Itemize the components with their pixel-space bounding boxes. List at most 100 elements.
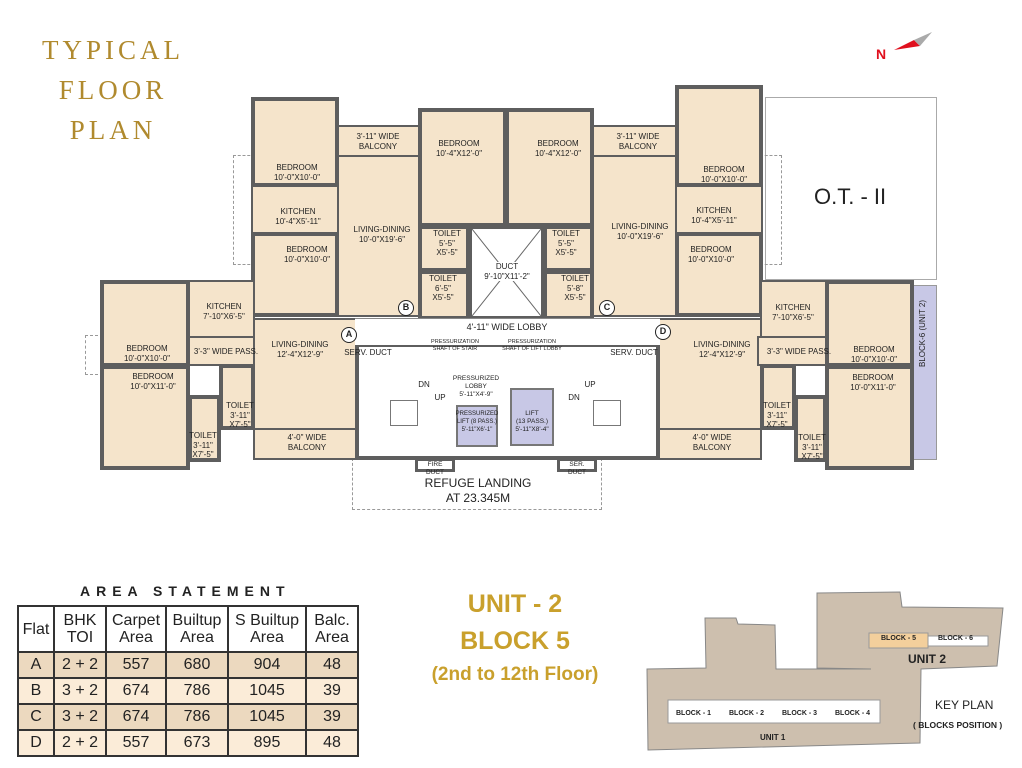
plan-element: 3'-11" <box>193 440 213 450</box>
plan-element: TOI <box>66 629 94 646</box>
plan-element: BEDROOM <box>852 373 894 382</box>
plan-element: SHAFT OF LIFT LOBBY <box>502 346 562 352</box>
room-label: UP <box>584 380 596 389</box>
plan-element: 5'-5" <box>439 238 455 248</box>
plan-element: 10'-0"X10'-0" <box>123 353 171 363</box>
plan-element: X5'-5" <box>555 248 577 257</box>
plan-element: 39 <box>305 703 359 731</box>
key-block-6: BLOCK - 6 <box>938 635 973 642</box>
room-c-bedroom-2 <box>675 232 763 317</box>
key-block-5: BLOCK - 5 <box>881 635 916 642</box>
plan-element: TOILET <box>561 274 589 283</box>
plan-element: KITCHEN <box>696 206 732 215</box>
plan-element: X7'-5" <box>766 420 788 429</box>
key-unit-2: UNIT 2 <box>908 652 947 666</box>
north-arrow-icon <box>894 32 932 50</box>
plan-element: LOBBY <box>465 383 487 390</box>
plan-element: 10'-4"X12'-0" <box>435 148 483 158</box>
plan-element: AT 23.345M <box>445 491 511 505</box>
plan-element <box>390 400 418 426</box>
plan-element: TOILET <box>798 433 826 442</box>
plan-element: 4'-0" WIDE <box>692 433 732 442</box>
plan-element: X7'-5" <box>801 452 823 461</box>
plan-element: C <box>17 703 55 731</box>
plan-element: 10'-4"X5'-11" <box>691 215 737 225</box>
plan-element: Balc.Area <box>305 605 359 653</box>
plan-element: 5'-11"X6'-1" <box>461 427 493 433</box>
plan-element <box>760 155 782 265</box>
plan-element: 10'-0"X10'-0" <box>850 354 898 364</box>
plan-element: 674 <box>105 677 167 705</box>
plan-element: Area <box>315 629 349 646</box>
plan-element: 10'-0"X11'-0" <box>130 381 176 391</box>
plan-element: BEDROOM <box>126 344 168 353</box>
fire-duct: FIRE DUCT <box>415 458 455 476</box>
plan-element: LIVING-DINING <box>271 340 329 349</box>
plan-element: KITCHEN <box>775 303 811 312</box>
plan-element: 5'-11"X4'-9" <box>459 391 493 398</box>
plan-element: BEDROOM <box>853 345 895 354</box>
plan-element: 904 <box>227 651 307 679</box>
serv-duct-label: SERV. DUCT <box>344 348 392 357</box>
ser-duct: SER. DUCT <box>557 458 597 476</box>
room-label: 3'-3" WIDE PASS. <box>194 347 258 357</box>
plan-element: Area <box>119 629 153 646</box>
plan-element: Area <box>250 629 284 646</box>
plan-element: LIFT <box>525 410 539 417</box>
plan-element: TOILET <box>763 401 791 410</box>
plan-element: 10'-0"X10'-0" <box>687 254 735 264</box>
plan-element: Flat <box>22 620 50 638</box>
plan-element: 1045 <box>227 703 307 731</box>
room-d-bedroom-2 <box>825 365 914 470</box>
plan-element: 674 <box>105 703 167 731</box>
plan-element: BALCONY <box>618 141 658 151</box>
plan-element: 3'-11" <box>767 410 787 420</box>
plan-element: 10'-4"X12'-0" <box>534 148 582 158</box>
plan-element: 557 <box>105 729 167 757</box>
room-label: DN <box>418 380 430 389</box>
plan-element: 1045 <box>227 677 307 705</box>
plan-element: Area <box>180 629 214 646</box>
room-label: 3'-3" WIDE PASS. <box>767 347 831 357</box>
plan-element <box>667 699 881 724</box>
serv-duct-label: SERV. DUCT <box>610 348 658 357</box>
plan-element: DUCT <box>495 262 519 271</box>
room-a-living <box>253 318 357 430</box>
plan-element: 10'-0"X10'-0" <box>283 254 331 264</box>
room-d-living <box>658 318 762 430</box>
block-heading: BLOCK 5 <box>460 627 570 655</box>
room-label: LIFT(13 PASS.)5'-11"X8'-4" <box>515 410 548 434</box>
adjacent-block <box>912 285 937 460</box>
plan-element: 786 <box>165 677 229 705</box>
plan-element: REFUGE LANDING <box>424 476 532 490</box>
plan-element: KITCHEN <box>206 302 242 311</box>
plan-element: KITCHEN <box>280 207 316 216</box>
plan-element: 48 <box>305 651 359 679</box>
plan-element: 7'-10"X6'-5" <box>772 312 814 322</box>
plan-element: 5'-8" <box>567 283 583 293</box>
plan-element <box>593 400 621 426</box>
key-block-4: BLOCK - 4 <box>835 710 870 717</box>
plan-element: BEDROOM <box>276 163 318 172</box>
room-c-kitchen <box>675 185 763 234</box>
room-d-toilet-2 <box>794 395 827 462</box>
plan-element: BEDROOM <box>690 245 732 254</box>
stair-core <box>355 345 660 460</box>
room-b-bedroom-3 <box>418 108 507 227</box>
